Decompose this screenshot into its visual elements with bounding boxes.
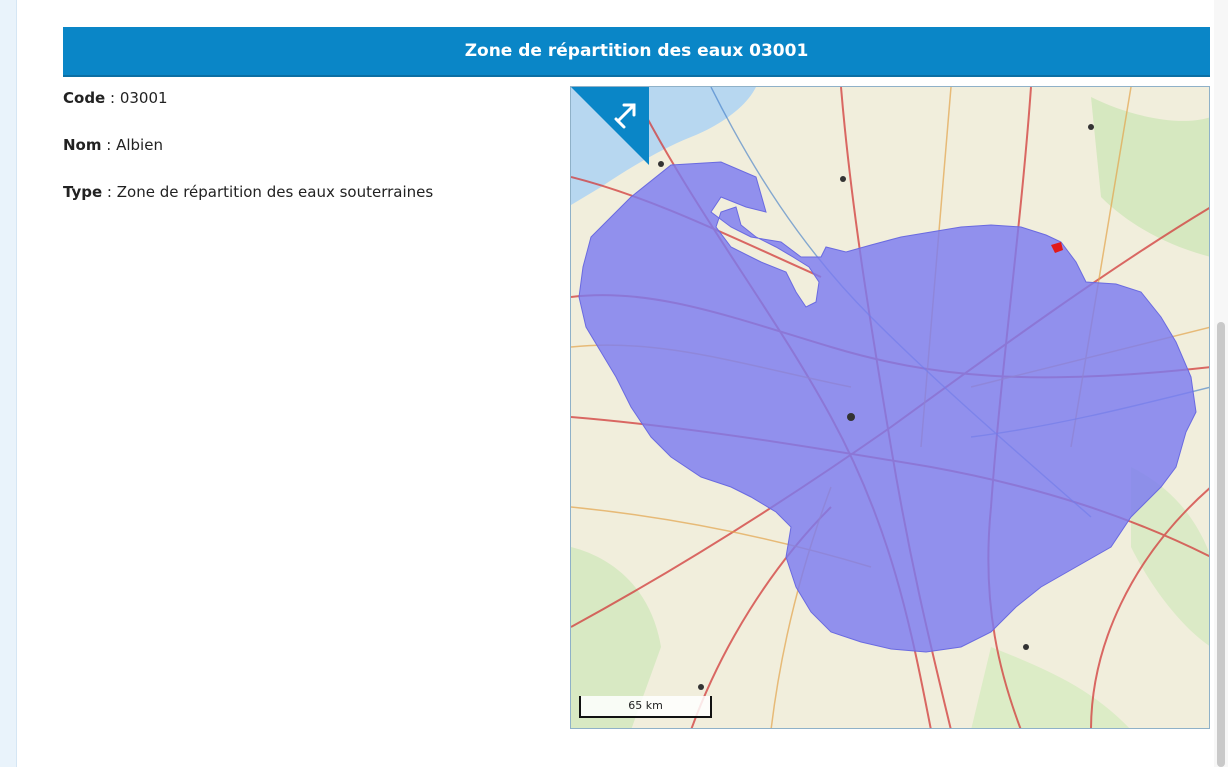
map-forest-area [971, 647, 1130, 728]
map-canvas[interactable] [571, 87, 1210, 729]
map-forest-area [1131, 467, 1209, 646]
water-zone-polygon[interactable] [578, 161, 1197, 653]
zone-properties: Code : 03001 Nom : Albien Type : Zone de… [63, 88, 553, 229]
panel-title: Zone de répartition des eaux 03001 [63, 27, 1210, 77]
map-forest-area [1091, 97, 1209, 257]
scrollbar-track[interactable] [1214, 0, 1228, 767]
property-value: Zone de répartition des eaux souterraine… [116, 183, 434, 201]
map-scale-bar: 65 km [579, 696, 712, 718]
left-rail [0, 0, 17, 767]
property-label: Type [63, 183, 103, 201]
map-scale-label: 65 km [628, 699, 663, 712]
property-label: Nom [63, 136, 102, 154]
expand-arrows-icon [614, 103, 636, 129]
map-forest-area [571, 547, 661, 728]
map-marker [1051, 242, 1063, 253]
property-value: 03001 [119, 89, 168, 107]
map-cities [658, 124, 1094, 690]
zone-map[interactable]: 65 km [570, 86, 1210, 729]
property-type: Type : Zone de répartition des eaux sout… [63, 182, 553, 202]
scrollbar-thumb[interactable] [1217, 322, 1225, 767]
expand-corner-bg [571, 87, 649, 165]
property-name: Nom : Albien [63, 135, 553, 155]
property-label: Code [63, 89, 106, 107]
panel-title-text: Zone de répartition des eaux 03001 [464, 41, 809, 61]
expand-map-button[interactable] [571, 87, 649, 165]
property-separator: : [102, 183, 117, 201]
property-separator: : [105, 89, 120, 107]
property-code: Code : 03001 [63, 88, 553, 108]
property-separator: : [101, 136, 117, 154]
property-value: Albien [116, 136, 163, 154]
